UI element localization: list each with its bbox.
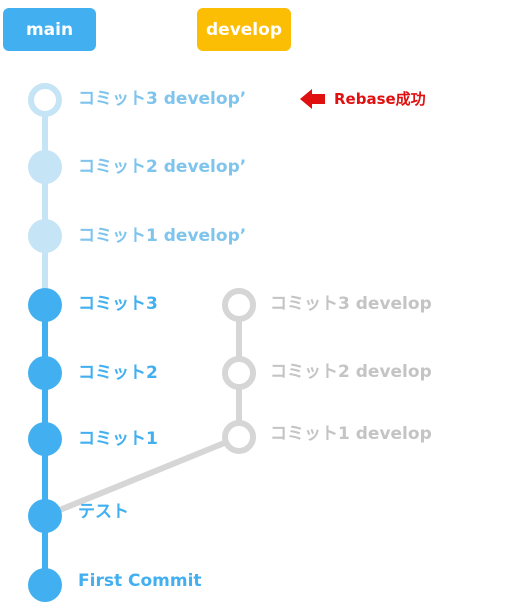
commit-label-first-commit: First Commit: [78, 571, 202, 591]
left-arrow-icon: [300, 89, 325, 109]
commit-node-first-commit: [28, 568, 62, 602]
commit-label-main-2: コミット2: [78, 363, 158, 383]
branch-tag-develop: develop: [197, 8, 291, 51]
commit-label-main-3: コミット3: [78, 294, 158, 314]
commit-node-old-develop-3: [222, 288, 256, 322]
commit-node-main-1: [28, 422, 62, 456]
commit-label-old-develop-3: コミット3 develop: [270, 294, 432, 314]
branch-tag-main: main: [3, 8, 96, 51]
commit-label-rebased-2: コミット2 develop’: [78, 157, 247, 177]
old-develop-fork-line: [43, 434, 241, 519]
commit-label-old-develop-1: コミット1 develop: [270, 424, 432, 444]
commit-node-old-develop-1: [222, 420, 256, 454]
commit-node-main-2: [28, 356, 62, 390]
commit-node-rebased-3: [28, 83, 62, 117]
commit-node-test: [28, 499, 62, 533]
commit-label-test: テスト: [78, 502, 129, 522]
commit-label-rebased-3: コミット3 develop’: [78, 89, 247, 109]
commit-label-main-1: コミット1: [78, 429, 158, 449]
commit-node-rebased-1: [28, 219, 62, 253]
commit-node-old-develop-2: [222, 356, 256, 390]
rebase-success-note: Rebase成功: [334, 90, 426, 108]
commit-label-old-develop-2: コミット2 develop: [270, 362, 432, 382]
commit-node-main-3: [28, 288, 62, 322]
commit-label-rebased-1: コミット1 develop’: [78, 226, 247, 246]
commit-node-rebased-2: [28, 150, 62, 184]
